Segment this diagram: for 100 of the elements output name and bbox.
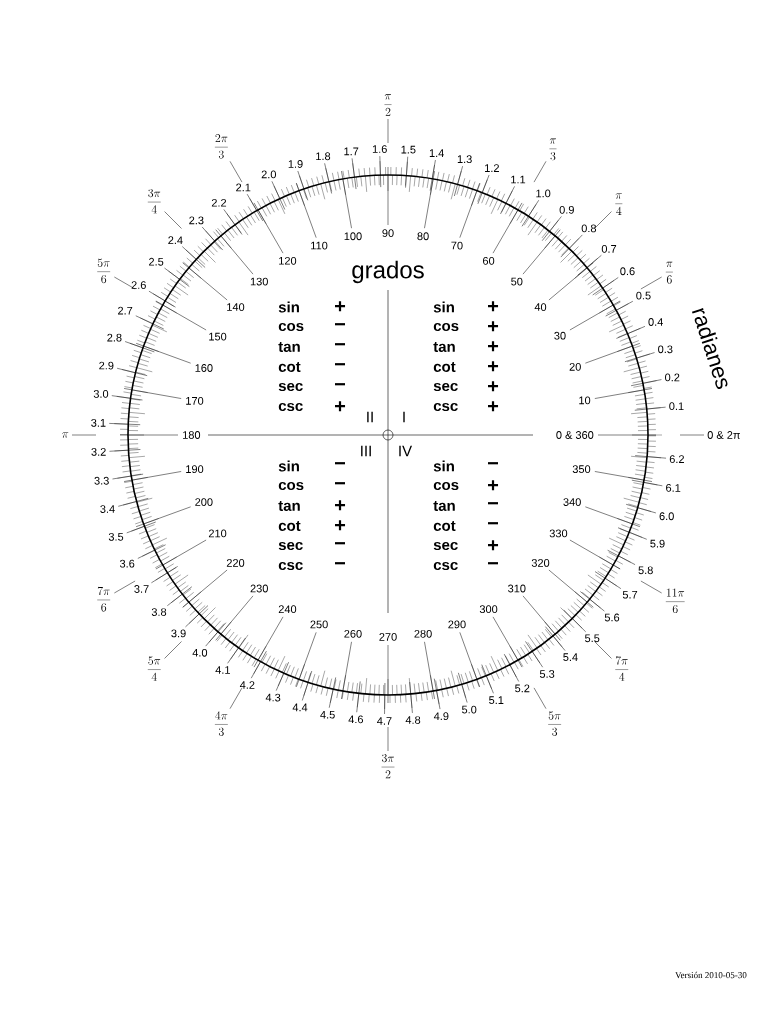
degree-label: 300: [479, 605, 498, 614]
degree-label: 70: [451, 241, 463, 250]
radian-label: 4.7: [377, 717, 392, 725]
function-name: csc: [433, 561, 458, 571]
degree-label: 190: [186, 465, 204, 473]
degree-label: 280: [414, 629, 432, 638]
fraction-label: $\frac{4\pi}{3}$: [214, 711, 228, 736]
sign-symbol: −: [335, 363, 345, 366]
function-name: cos: [278, 481, 304, 491]
degree-label: 220: [226, 559, 245, 567]
radian-label: 5.4: [563, 653, 578, 662]
heading: grados: [352, 260, 424, 284]
degree-label: 180: [183, 431, 201, 439]
radian-label: 3.7: [134, 585, 149, 593]
radian-label: 0.9: [559, 205, 574, 214]
radian-label: 2.3: [189, 216, 204, 225]
radian-label: 5.2: [515, 684, 530, 693]
sign-symbol: −: [488, 562, 498, 565]
sign-symbol: −: [335, 482, 345, 485]
sign-symbol: +: [335, 500, 346, 511]
degree-label: 60: [483, 256, 495, 265]
radian-label: 4.8: [405, 716, 421, 724]
sign-symbol: +: [335, 401, 346, 412]
sign-symbol: +: [335, 520, 346, 531]
radian-label: 3.5: [108, 532, 124, 541]
quadrant-numeral: I: [403, 411, 405, 423]
radian-label: 2.9: [99, 361, 114, 370]
radian-label: 5.5: [585, 634, 600, 643]
degree-label: 210: [208, 529, 227, 538]
degree-label: 80: [417, 232, 429, 241]
radian-label: 4.5: [320, 710, 335, 719]
sign-symbol: +: [488, 301, 499, 312]
degree-label: 290: [448, 620, 466, 629]
radian-label: 4.4: [292, 703, 308, 712]
radian-label: 3.8: [151, 608, 167, 616]
fraction-label: $\frac{5\pi}{3}$: [548, 711, 562, 736]
sign-symbol: −: [335, 462, 345, 465]
radian-label: 0 & 2π: [707, 431, 740, 439]
version-note: Versión 2010-05-30: [675, 971, 747, 979]
function-name: sec: [278, 541, 303, 551]
radian-label: 0.3: [658, 345, 673, 354]
degree-label: 20: [569, 363, 581, 371]
fraction-label: $\frac{\pi}{6}$: [665, 261, 673, 284]
radian-label: 4.1: [215, 666, 230, 674]
radian-label: 6.2: [669, 455, 684, 463]
radian-label: 3.1: [91, 419, 106, 427]
radian-label: 0.6: [620, 267, 635, 276]
radian-label: 6.0: [659, 512, 674, 521]
function-name: tan: [433, 342, 455, 352]
function-name: cos: [433, 322, 459, 332]
fraction-label: $\frac{5\pi}{4}$: [147, 656, 161, 681]
degree-label: 40: [534, 303, 547, 311]
sign-symbol: −: [488, 462, 498, 465]
sign-symbol: −: [335, 562, 345, 565]
degree-label: 10: [579, 396, 591, 405]
sign-symbol: +: [488, 480, 499, 491]
radian-label: 0.1: [669, 402, 684, 411]
fraction-label: $\frac{7\pi}{4}$: [615, 656, 629, 681]
radian-label: 4.3: [265, 693, 281, 702]
radian-label: 1.1: [511, 175, 526, 184]
degree-label: 250: [310, 620, 328, 629]
radian-label: 3.2: [91, 448, 106, 456]
fraction-label: $\pi$: [62, 432, 69, 438]
degree-label: 140: [227, 303, 245, 311]
radian-label: 5.7: [622, 590, 638, 599]
radian-label: 5.8: [638, 566, 653, 575]
radian-label: 1.8: [316, 152, 331, 161]
radian-label: 3.3: [94, 476, 109, 485]
fraction-label: $\frac{\pi}{3}$: [549, 138, 557, 161]
degree-label: 260: [344, 629, 362, 638]
radian-label: 0.8: [581, 224, 597, 233]
sign-symbol: −: [488, 502, 498, 505]
radian-label: 4.2: [239, 681, 255, 689]
radian-label: 2.0: [261, 170, 276, 179]
function-name: cos: [433, 481, 459, 491]
sign-symbol: +: [488, 321, 499, 332]
radian-label: 2.2: [211, 198, 227, 207]
fraction-label: $\frac{11\pi}{6}$: [665, 588, 685, 614]
heading: radianes: [691, 308, 728, 389]
radian-label: 3.0: [93, 390, 109, 398]
quadrant-numeral: IV: [399, 445, 412, 457]
quadrant-numeral: II: [367, 411, 373, 423]
sign-symbol: +: [488, 401, 499, 412]
radian-label: 2.4: [168, 236, 183, 244]
quadrant-numeral: III: [361, 445, 371, 457]
radian-label: 4.0: [192, 648, 208, 657]
fraction-label: $\frac{\pi}{2}$: [384, 94, 392, 116]
degree-label: 240: [278, 605, 297, 614]
degree-label: 0 & 360: [556, 431, 594, 439]
sign-symbol: −: [335, 542, 345, 545]
function-name: sec: [278, 382, 303, 392]
sign-symbol: +: [335, 301, 346, 312]
sign-symbol: −: [335, 343, 345, 346]
degree-label: 110: [311, 241, 328, 250]
radian-label: 1.3: [457, 155, 472, 164]
radian-label: 3.9: [171, 629, 186, 638]
radian-label: 4.9: [433, 712, 449, 721]
degree-label: 120: [279, 256, 297, 265]
sign-symbol: +: [488, 361, 499, 372]
fraction-label: $\frac{5\pi}{6}$: [97, 258, 111, 284]
